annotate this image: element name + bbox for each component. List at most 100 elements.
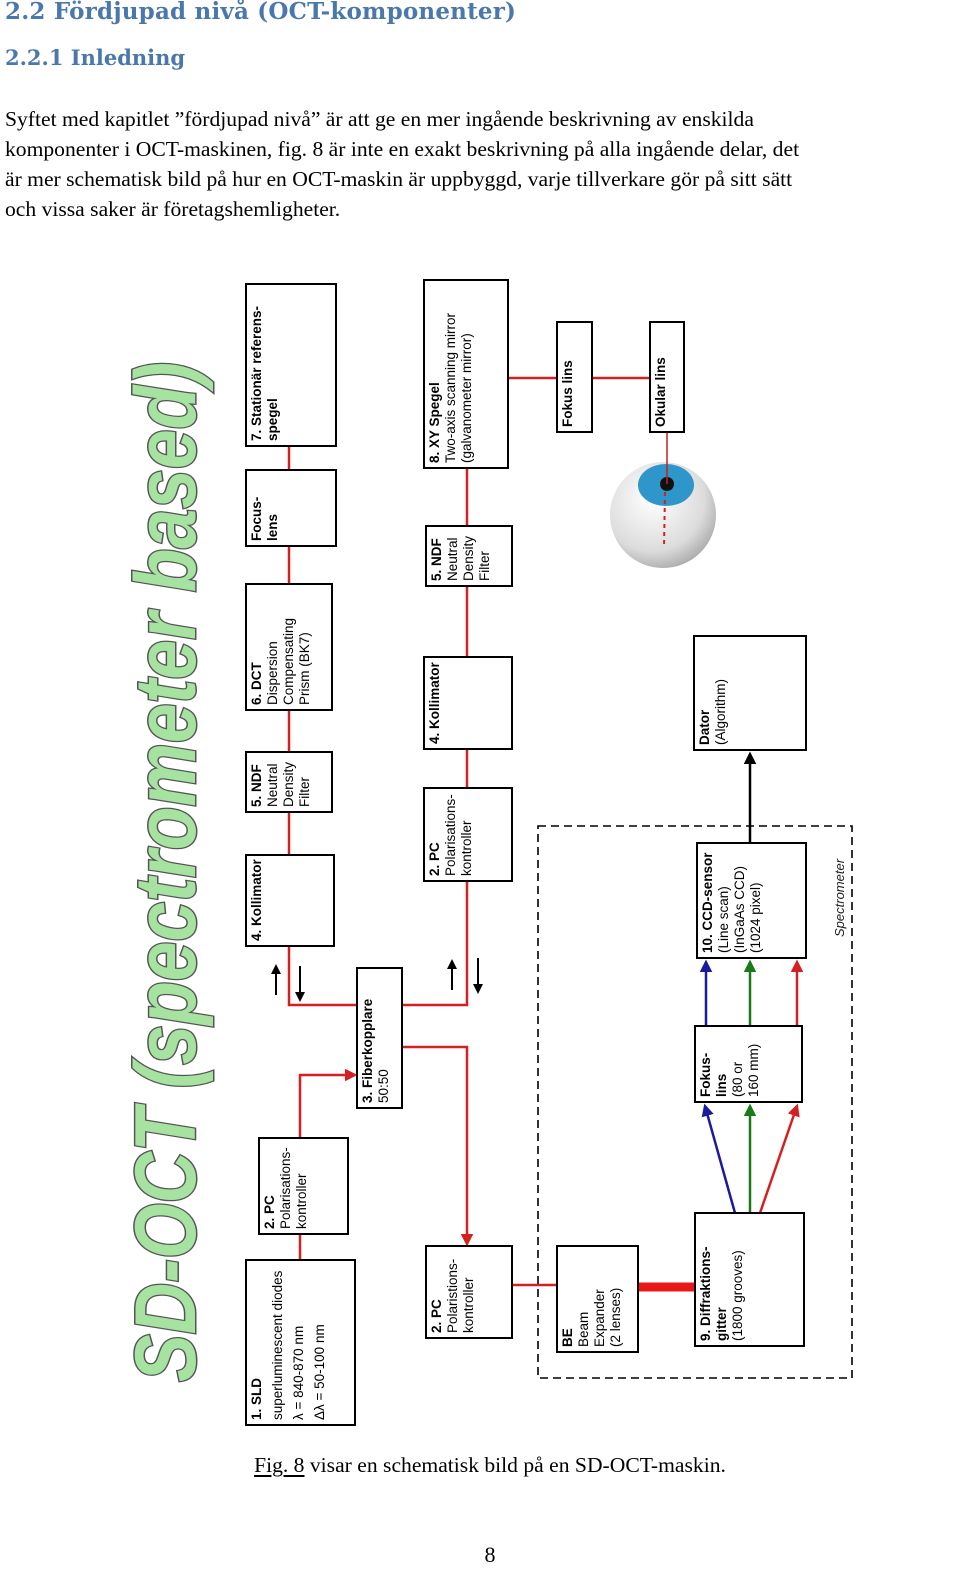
box-label-line: 8. XY Spegel [427,382,442,463]
beam-line [287,446,357,1007]
box-frame [556,321,593,433]
eye-illustration [610,432,716,568]
box-label-line: 9. Diffraktions- [698,1246,713,1341]
beam-line [402,1045,474,1247]
box-label-line: 6. DCT [249,661,264,705]
paragraph-line: Syftet med kapitlet ”fördjupad nivå” är … [5,107,754,131]
box-label-line: Prism (BK7) [297,632,312,705]
blue-ray [701,1103,737,1214]
box-label-line: 5. NDF [249,764,264,807]
box-label-line: 3. Fiberkopplare [360,998,375,1103]
caption-text: visar en schematisk bild på en SD-OCT-ma… [304,1453,726,1477]
box-label-line: BE [560,1328,575,1347]
box-label-line: (1800 grooves) [730,1250,745,1341]
box-label-line: λ = 840-870 nm [291,1326,306,1420]
paragraph-line: är mer schematisk bild på hur en OCT-mas… [5,167,793,191]
box-label-line: 10. CCD-sensor [700,852,715,953]
box-label-line: spegel [265,398,280,441]
box-label-line: Polarisations- [443,794,458,876]
box-label-line: 4. Kollimator [249,858,264,941]
box-ocular-lens: Okular lins [649,321,685,433]
box-label-line: gitter [714,1307,729,1341]
paragraph-line: komponenter i OCT-maskinen, fig. 8 är in… [5,137,800,161]
box-frame [423,279,509,469]
figure-caption: Fig. 8 visar en schematisk bild på en SD… [0,1453,960,1478]
box-label-line: Polarisations- [278,1147,293,1229]
box-label-line: 160 mm) [746,1044,761,1097]
figure-reference-link[interactable]: Fig. 8 [254,1453,305,1477]
box-frame [245,1259,356,1426]
beam-line [298,1075,355,1260]
box-label-line: Polaristions- [445,1259,460,1333]
box-frame [649,321,685,433]
box-label-line: 50:50 [376,1069,391,1103]
box-frame [423,656,513,750]
box-label-line: (1024 pixel) [748,882,763,953]
box-label-line: 2. PC [262,1195,277,1229]
box-frame [425,1245,513,1339]
box-frame [694,1212,805,1347]
subsection-heading: 2.2.1 Inledning [5,45,186,70]
page-number: 8 [484,1542,496,1567]
box-label-line: Dator [697,709,712,745]
box-label-line: (2 lenses) [608,1288,623,1347]
box-label-line: Density [281,762,296,807]
box-label-line: 4. Kollimator [427,661,442,744]
box-label-line: Δλ = 50-100 nm [312,1324,327,1420]
box-label-line: Density [461,536,476,581]
box-label-line: 2. PC [429,1299,444,1333]
box-label-line: 5. NDF [429,538,444,581]
box-frame [258,1137,349,1235]
box-frame [693,635,807,751]
box-label-line: kontroller [459,820,474,876]
box-label-line: 1. SLD [249,1378,264,1420]
box-grating: 9. Diffraktions-gitter(1800 grooves) [694,1212,805,1347]
box-frame [245,751,333,813]
box-ref-mirror: 7. Stationär referens-spegel [245,283,337,447]
beam-paths [271,376,804,1292]
box-label-line: Filter [297,776,312,807]
box-frame [245,583,333,711]
box-label-line: Two-axis scanning mirror [443,312,458,463]
box-label-line: Dispersion [265,641,280,705]
box-label-line: Neutral [445,537,460,581]
beam-line [402,376,650,1007]
box-frame [696,842,807,959]
box-frame [694,1025,803,1103]
box-frame [245,283,337,447]
box-frame [356,967,403,1109]
box-label-line: lins [714,1074,729,1097]
box-label-line: superluminescent diodes [270,1270,285,1420]
box-frame [425,525,513,587]
box-label-line: Fokus lins [560,360,575,427]
box-computer: Dator(Algorithm) [693,635,807,751]
box-frame [423,787,513,882]
box-label-line: Expander [592,1289,607,1347]
box-collimator-ref: 4. Kollimator [245,854,335,947]
box-label-line: Neutral [265,763,280,807]
box-label-line: Compensating [281,618,296,705]
spectrometer-boundary [537,825,853,1379]
box-label-line: lens [265,514,280,541]
box-sld: 1. SLD superluminescent diodes λ = 840-870… [245,1259,356,1426]
box-focus-lens-ref: Focus-lens [245,469,337,547]
box-label-line: (galvanometer mirror) [459,333,474,463]
box-label-line: Fokus- [698,1053,713,1097]
box-label-line: kontroller [461,1277,476,1333]
intro-paragraph: Syftet med kapitlet ”fördjupad nivå” är … [5,104,960,224]
box-label-line: (Algorithm) [713,679,728,745]
diagram-title: SD-OCT (spectrometer based) [118,362,214,1382]
box-label-line: Filter [477,550,492,581]
box-label-line: 7. Stationär referens- [249,306,264,441]
section-heading: 2.2 Fördjupad nivå (OCT-komponenter) [5,0,517,25]
box-label-line: kontroller [294,1173,309,1229]
box-frame [556,1245,639,1353]
